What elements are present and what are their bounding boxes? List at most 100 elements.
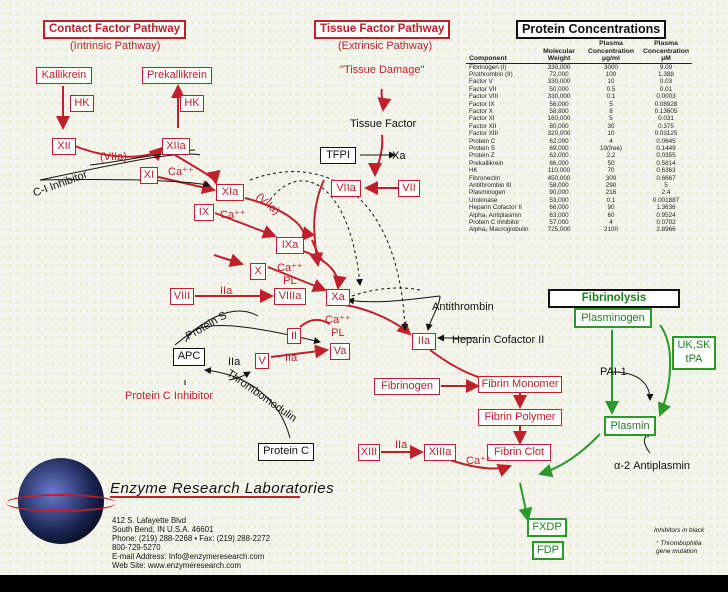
factor-ix-node: IX: [194, 204, 214, 221]
calcium-label-1: Ca⁺⁺: [168, 166, 194, 178]
cell-component: Factor XII: [469, 122, 497, 130]
fibrin-clot-node: Fibrin Clot: [487, 444, 551, 461]
plasmin-node: Plasmin: [604, 416, 656, 436]
address-line-2: South Bend, IN U.S.A. 46601: [112, 525, 214, 534]
cell-molecular-weight: 86,000: [549, 159, 569, 167]
cell-conc-ugml: 0.1: [606, 196, 616, 204]
cell-molecular-weight: 450,000: [547, 174, 571, 182]
cell-conc-um: 1.388: [658, 70, 674, 78]
cell-conc-ugml: 50: [607, 159, 615, 167]
cell-molecular-weight: 57,000: [549, 219, 569, 227]
factor-xiiia-node: XIIIa: [424, 444, 456, 461]
cell-component: Factor X: [469, 107, 493, 115]
cell-molecular-weight: 58,800: [549, 107, 569, 115]
cell-conc-ugml: 30: [607, 122, 615, 130]
cell-conc-ugml: 216: [605, 189, 617, 197]
cell-molecular-weight: 110,000: [547, 167, 571, 175]
extrinsic-pathway-label: (Extrinsic Pathway): [338, 40, 433, 52]
cell-component: Plasminogen: [469, 189, 506, 197]
prekallikrein-node: Prekallikrein: [142, 67, 212, 84]
table-header-row: Component Molecular Weight Plasma Concen…: [466, 40, 693, 64]
cell-conc-ugml: 300: [605, 174, 617, 182]
cell-conc-ugml: 2100: [603, 226, 618, 234]
cell-molecular-weight: 62,000: [549, 152, 569, 160]
cell-conc-um: 2.4: [661, 189, 671, 197]
factor-ii-node: II: [287, 328, 301, 344]
pai1-label: PAI-1: [600, 366, 627, 378]
protein-concentrations-header: Protein Concentrations: [516, 20, 667, 39]
protein-c-node: Protein C: [258, 443, 314, 461]
pl-text: PL: [283, 275, 297, 287]
cell-molecular-weight: 160,000: [547, 115, 571, 123]
thrombophilia-text: Thrombophilia: [660, 540, 702, 547]
hk-node-right: HK: [180, 95, 204, 112]
factor-xia-node: XIa: [216, 184, 244, 201]
cell-conc-ugml: 290: [605, 182, 617, 189]
cell-conc-um: 0.1449: [656, 144, 676, 152]
cell-molecular-weight: 62,000: [549, 137, 569, 145]
cell-conc-um: 0.0003: [656, 93, 676, 101]
cell-component: Protein Z: [469, 152, 495, 160]
website-address: Web Site: www.enzymeresearch.com: [112, 561, 241, 570]
cell-conc-ugml: 100: [605, 70, 617, 78]
cell-molecular-weight: 330,000: [547, 93, 571, 101]
uk-sk-tpa-node: UK,SK tPA: [672, 336, 716, 370]
cell-molecular-weight: 53,000: [549, 196, 569, 204]
factor-viiia-node: VIIIa: [274, 288, 306, 305]
cell-component: Urokinase: [469, 196, 498, 204]
cell-component: Factor IX: [469, 100, 495, 108]
cell-conc-um: 0.13605: [654, 107, 678, 115]
xa-tfpi-label: Xa: [392, 150, 406, 162]
diagram-canvas: Contact Factor Pathway (Intrinsic Pathwa…: [0, 0, 728, 575]
fibrinogen-node: Fibrinogen: [374, 378, 440, 395]
cell-molecular-weight: 725,000: [547, 226, 571, 234]
cell-conc-um: 0.031: [658, 115, 674, 123]
cell-molecular-weight: 72,000: [549, 70, 569, 78]
protein-c-inhibitor-label: Protein C Inhibitor: [125, 390, 214, 402]
cell-conc-ugml: 10: [607, 130, 615, 138]
calcium-pl-label-1: Ca⁺⁺ PL: [277, 262, 303, 288]
cell-molecular-weight: 330,000: [547, 78, 571, 86]
factor-viia-node: VIIa: [331, 180, 361, 197]
cell-conc-um: 2.8966: [656, 226, 676, 234]
column-conc-um: Plasma Concentration µM: [640, 40, 693, 64]
cell-conc-ugml: 60: [607, 211, 615, 219]
column-conc-ugml: Plasma Concentration µg/ml: [582, 40, 640, 64]
cell-conc-um: 0.9524: [656, 211, 676, 219]
apc-node: APC: [173, 348, 205, 366]
tpa-label: tPA: [685, 353, 703, 365]
factor-xii-node: XII: [52, 138, 76, 155]
tissue-damage-label: "Tissue Damage": [340, 64, 425, 76]
cell-conc-ugml: 5: [609, 115, 613, 123]
cell-component: Protein C: [469, 137, 496, 145]
company-name: Enzyme Research Laboratories: [110, 480, 335, 497]
address-line-1: 412 S. Lafayette Blvd: [112, 516, 187, 525]
iia-label-viii: IIa: [220, 285, 233, 297]
cell-conc-um: 0.5814: [656, 159, 676, 167]
cell-conc-ugml: 90: [607, 204, 615, 212]
cell-component: Factor VIII: [469, 93, 499, 101]
company-underline: [110, 496, 300, 498]
factor-xiia-node: XIIa: [162, 138, 190, 155]
pl-text: PL: [331, 327, 345, 339]
antithrombin-label: Antithrombin: [432, 301, 494, 313]
company-globe-logo: [6, 458, 116, 544]
cell-conc-ugml: 8: [609, 107, 613, 115]
cell-conc-um: 0.08928: [654, 100, 678, 108]
cell-conc-ugml: 10(free): [599, 144, 623, 152]
factor-vii-node: VII: [398, 180, 420, 197]
